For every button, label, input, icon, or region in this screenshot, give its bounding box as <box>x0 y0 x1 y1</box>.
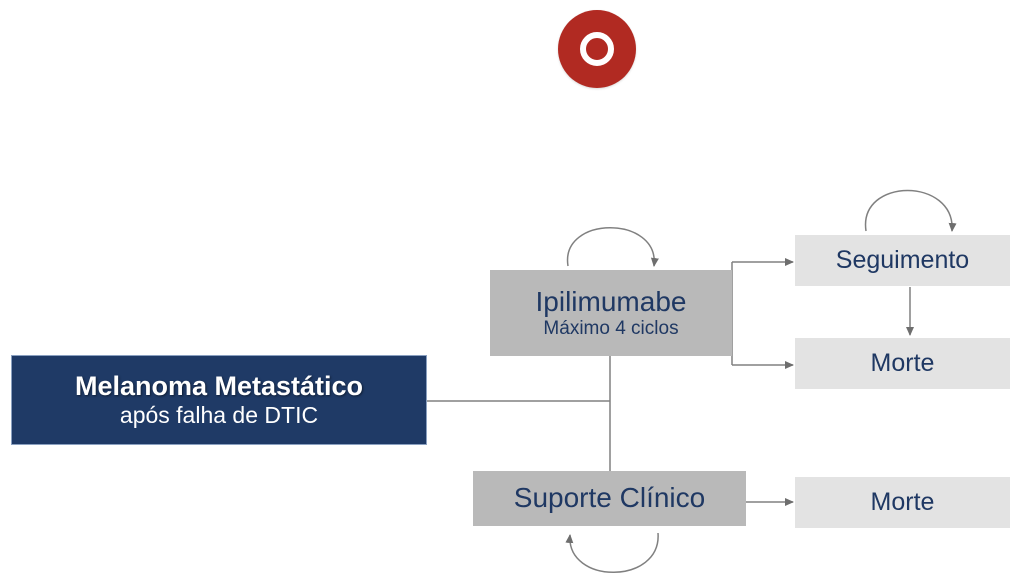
node-morte-b-label: Morte <box>870 488 935 516</box>
node-ipilimumabe-subtitle: Máximo 4 ciclos <box>543 317 679 339</box>
self-loop-suporte <box>565 532 659 573</box>
node-morte-a: Morte <box>795 338 1010 389</box>
node-morte-a-label: Morte <box>870 349 935 377</box>
self-loop-seguimento <box>865 189 957 232</box>
node-suporte-label: Suporte Clínico <box>513 482 706 514</box>
node-morte-b: Morte <box>795 477 1010 528</box>
logo <box>558 10 636 88</box>
node-seguimento: Seguimento <box>795 235 1010 286</box>
logo-ring-icon <box>580 32 614 66</box>
node-ipilimumabe: Ipilimumabe Máximo 4 ciclos <box>490 270 732 356</box>
node-melanoma-title: Melanoma Metastático <box>74 371 364 401</box>
self-loop-ipilimumabe <box>567 227 659 267</box>
node-seguimento-label: Seguimento <box>835 246 970 274</box>
node-ipilimumabe-title: Ipilimumabe <box>535 285 687 317</box>
node-melanoma: Melanoma Metastático após falha de DTIC <box>11 355 427 445</box>
node-melanoma-subtitle: após falha de DTIC <box>119 402 319 428</box>
node-suporte-clinico: Suporte Clínico <box>473 471 746 526</box>
